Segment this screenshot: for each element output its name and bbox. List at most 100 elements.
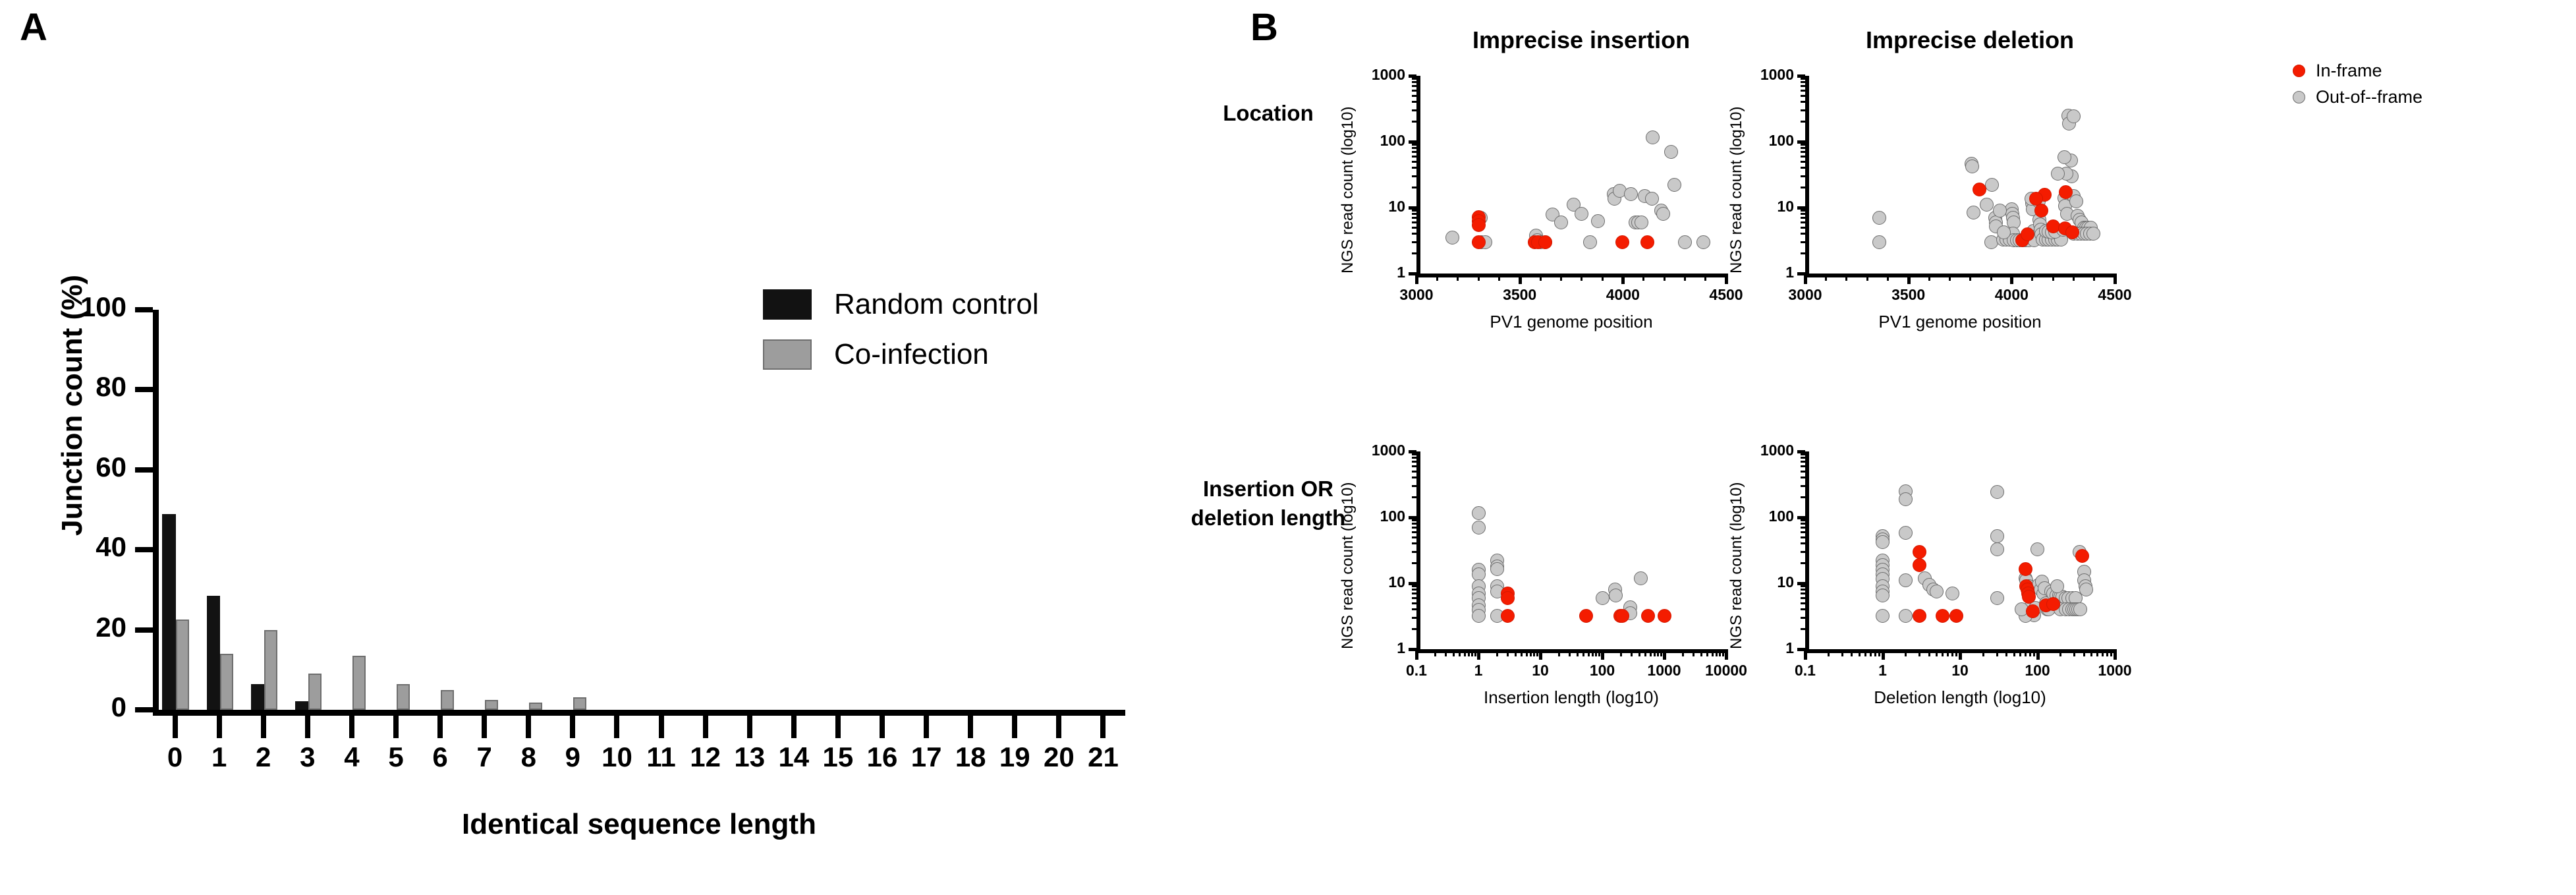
scatter-x-tick-label: 3000 xyxy=(1399,286,1434,303)
scatter-x-tick-label: 1 xyxy=(1878,662,1887,679)
panel-b-letter: B xyxy=(1250,6,1278,49)
scatter-y-minor-tick xyxy=(1412,531,1416,533)
scatter-point-in xyxy=(1615,608,1629,623)
scatter-y-minor-tick xyxy=(1801,476,1805,479)
scatter-x-tick-label: 3000 xyxy=(1788,286,1822,303)
scatter-y-minor-tick xyxy=(1801,89,1805,92)
panel-b-column-title-deletion: Imprecise deletion xyxy=(1865,26,2075,53)
panel-a-x-tick-label: 8 xyxy=(520,741,536,772)
scatter-x-minor-tick xyxy=(1948,275,1951,281)
panel-a-y-tick-label: 60 xyxy=(96,451,126,482)
scatter-point-out xyxy=(1677,235,1692,249)
scatter-x-minor-tick xyxy=(1591,651,1594,656)
scatter-point-in xyxy=(2058,185,2073,200)
panel-a-x-tick-label: 17 xyxy=(910,741,942,772)
panel-a-x-tick xyxy=(702,716,708,738)
panel-a-x-tick-label: 2 xyxy=(256,741,271,772)
scatter-x-axis-line xyxy=(1805,274,2117,277)
scatter-y-minor-tick xyxy=(1412,562,1416,565)
panel-a-x-tick-label: 18 xyxy=(955,741,986,772)
scatter-x-minor-tick xyxy=(1864,651,1866,656)
scatter-y-axis-title: NGS read count (log10) xyxy=(1339,106,1357,274)
scatter-x-minor-tick xyxy=(1955,651,1958,656)
scatter-x-minor-tick xyxy=(2059,651,2062,656)
scatter-x-minor-tick xyxy=(1498,275,1500,281)
scatter-point-in xyxy=(1471,218,1486,233)
panel-a-x-tick xyxy=(172,716,178,738)
scatter-y-minor-tick xyxy=(1412,460,1416,463)
scatter-x-minor-tick xyxy=(1866,275,1868,281)
legend-item-out-of-frame: Out-of--frame xyxy=(2293,87,2422,107)
legend-item-in-frame: In-frame xyxy=(2293,61,2422,81)
scatter-x-minor-tick xyxy=(1457,275,1459,281)
panel-a-x-tick-label: 14 xyxy=(778,741,810,772)
scatter-point-out xyxy=(1946,586,1960,600)
panel-a-x-tick-label: 13 xyxy=(734,741,766,772)
panel-a-x-tick-label: 3 xyxy=(300,741,316,772)
scatter-y-minor-tick xyxy=(1801,457,1805,459)
panel-a-x-tick xyxy=(349,716,354,738)
scatter-y-minor-tick xyxy=(1412,210,1416,212)
scatter-point-out xyxy=(1667,178,1682,192)
scatter-x-minor-tick xyxy=(1918,651,1921,656)
scatter-x-minor-tick xyxy=(1928,275,1930,281)
scatter-x-minor-tick xyxy=(1969,275,1972,281)
scatter-y-minor-tick xyxy=(1801,550,1805,553)
scatter-y-minor-tick xyxy=(1412,121,1416,123)
panel-a-x-tick-label: 9 xyxy=(565,741,581,772)
scatter-point-out xyxy=(1872,235,1887,249)
scatter-y-minor-tick xyxy=(1412,453,1416,456)
scatter-y-axis-title: NGS read count (log10) xyxy=(1727,482,1745,649)
scatter-y-tick xyxy=(1797,206,1805,210)
scatter-x-minor-tick xyxy=(1445,651,1447,656)
scatter-x-minor-tick xyxy=(2093,275,2096,281)
scatter-y-minor-tick xyxy=(1412,155,1416,158)
scatter-y-tick xyxy=(1797,140,1805,144)
scatter-x-minor-tick xyxy=(1947,651,1949,656)
scatter-y-minor-tick xyxy=(1801,596,1805,599)
scatter-point-in xyxy=(2065,225,2080,240)
row-label-line-2: deletion length xyxy=(1190,505,1346,530)
scatter-point-out xyxy=(2066,109,2081,124)
scatter-y-minor-tick xyxy=(1412,526,1416,529)
scatter-y-minor-tick xyxy=(1412,470,1416,473)
panel-a-x-tick-label: 10 xyxy=(602,741,632,772)
scatter-x-minor-tick xyxy=(1621,275,1624,281)
scatter-y-minor-tick xyxy=(1412,233,1416,235)
scatter-point-in xyxy=(1973,182,1987,196)
panel-a-bar xyxy=(308,674,322,710)
panel-a-bar xyxy=(250,683,264,710)
panel-a-x-tick xyxy=(835,716,841,738)
panel-a-x-tick-label: 16 xyxy=(866,741,898,772)
panel-a-x-tick xyxy=(482,716,488,738)
legend-item-co-infection: Co-infection xyxy=(763,338,1039,371)
scatter-x-minor-tick xyxy=(1649,651,1652,656)
scatter-y-minor-tick xyxy=(1412,187,1416,189)
scatter-x-tick xyxy=(1725,651,1728,660)
scatter-point-in xyxy=(1501,608,1515,623)
scatter-point-out xyxy=(1595,591,1610,605)
scatter-x-minor-tick xyxy=(1557,651,1560,656)
scatter-point-out xyxy=(1554,215,1568,229)
panel-a-y-axis-line xyxy=(153,310,159,716)
scatter-y-tick xyxy=(1409,74,1416,78)
scatter-y-tick xyxy=(1797,450,1805,453)
scatter-x-tick-label: 4500 xyxy=(1709,286,1743,303)
panel-a-bar xyxy=(206,596,220,710)
scatter-point-in xyxy=(1640,235,1655,249)
scatter-point-out xyxy=(1990,591,2004,605)
scatter-point-out xyxy=(1445,231,1459,245)
scatter-y-tick-label: 1000 xyxy=(1760,66,1794,83)
scatter-x-tick xyxy=(1663,651,1666,660)
panel-a-y-tick-label: 80 xyxy=(96,371,126,403)
panel-a-x-tick xyxy=(1012,716,1018,738)
panel-a-x-tick xyxy=(791,716,797,738)
scatter-point-in xyxy=(1472,235,1486,249)
scatter-x-tick-label: 4000 xyxy=(1994,286,2029,303)
scatter-x-tick-label: 100 xyxy=(2025,662,2050,679)
panel-a-y-tick xyxy=(135,387,153,393)
scatter-y-minor-tick xyxy=(1412,144,1416,146)
